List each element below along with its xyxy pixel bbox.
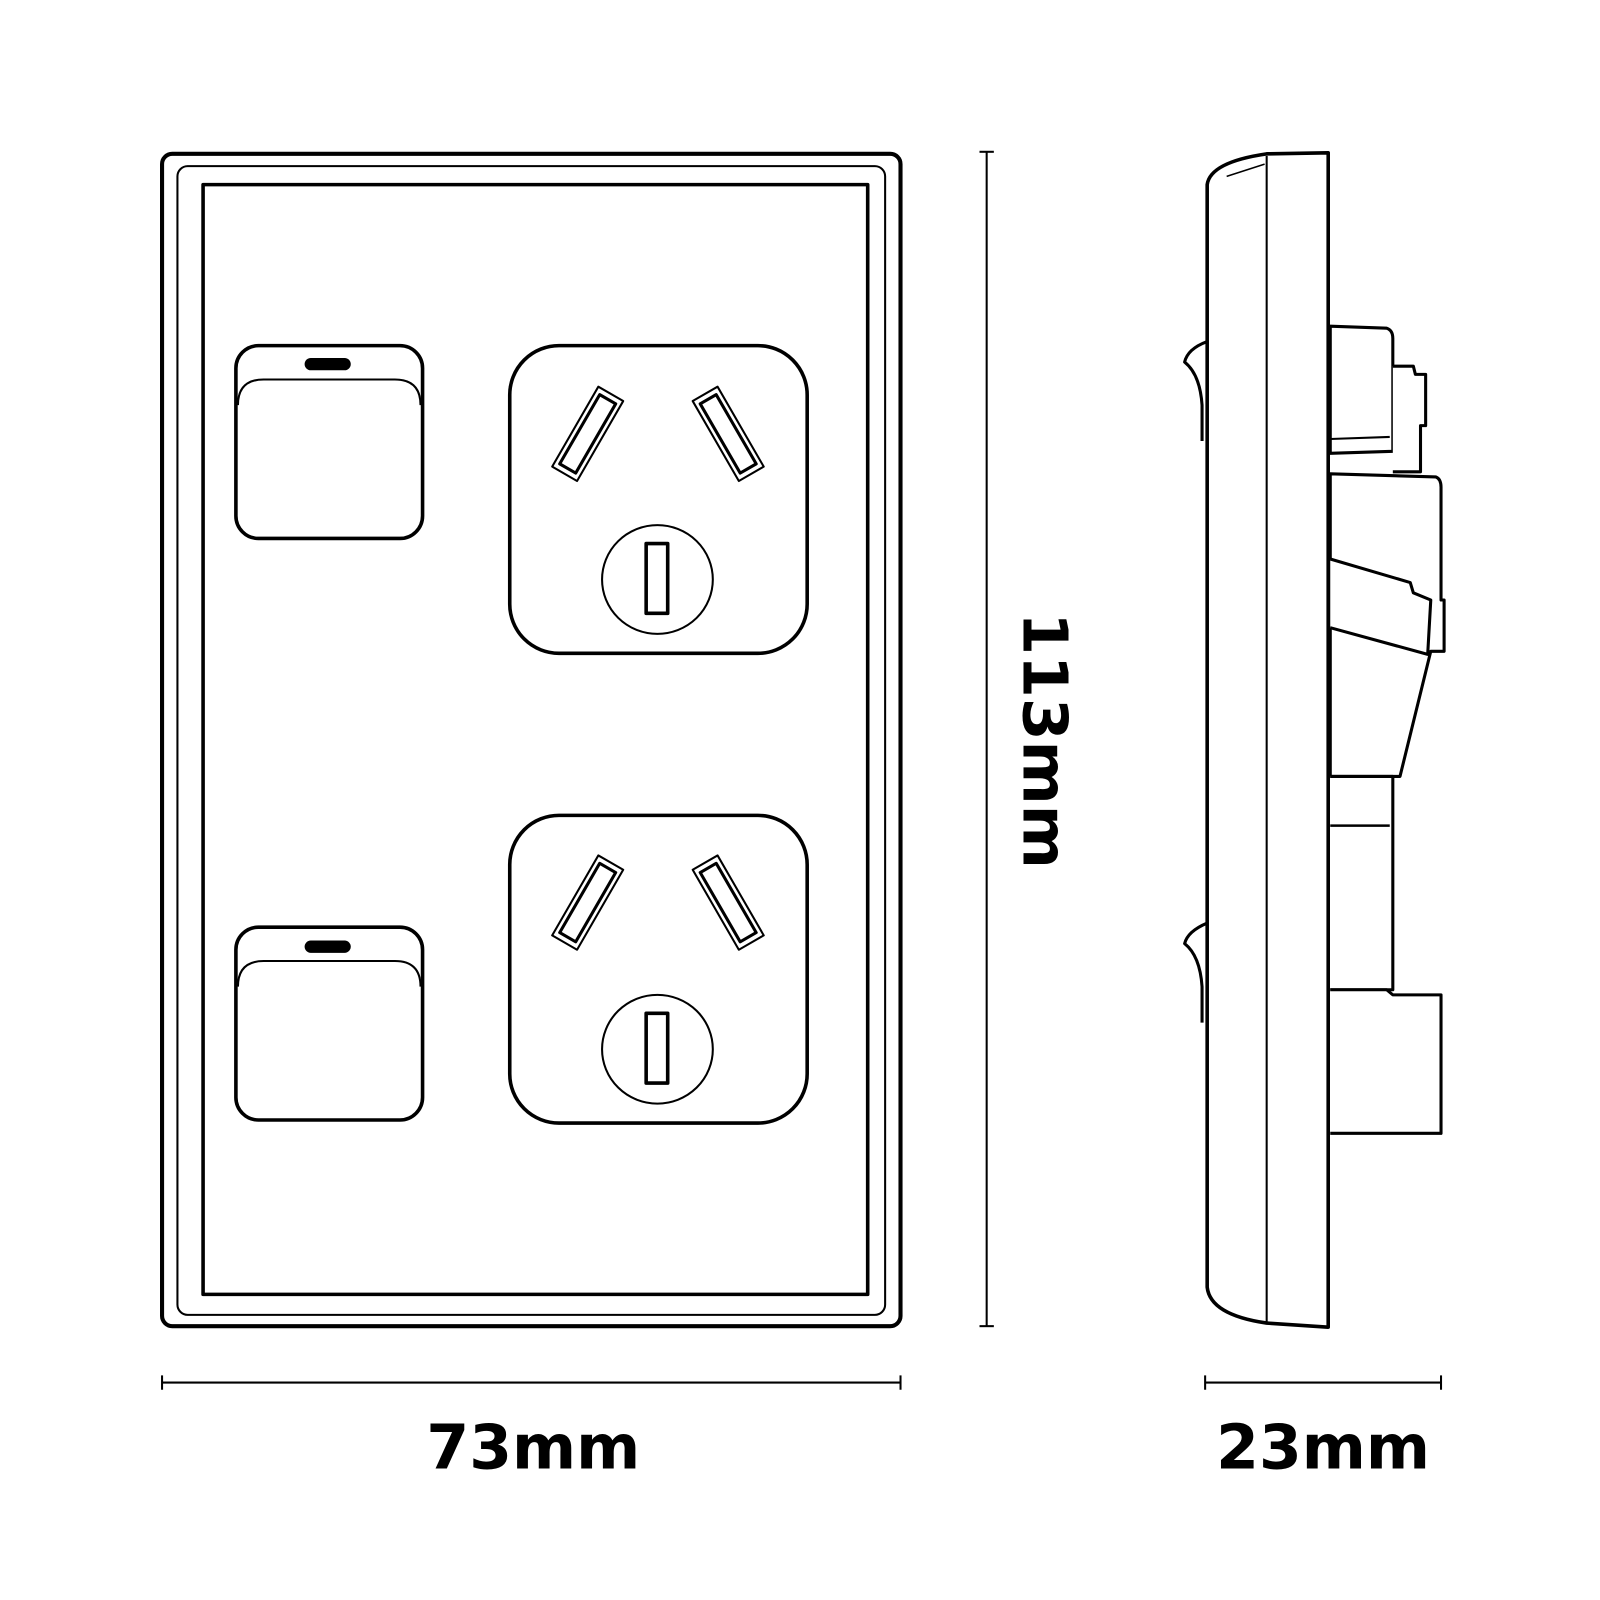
switch-indicator-icon [304, 357, 351, 371]
rear-block-bottom [1330, 988, 1443, 1135]
mounting-clip-top [1183, 340, 1208, 442]
neutral-pin-slot [691, 385, 765, 483]
switch-top [234, 343, 425, 541]
width-label: 73mm [426, 1412, 640, 1484]
power-outlet-top [507, 343, 809, 656]
active-pin-slot [551, 385, 625, 483]
earth-pin-slot [644, 1011, 670, 1085]
side-view [1183, 151, 1446, 1329]
neutral-pin-slot [691, 854, 765, 951]
mounting-clip-bottom [1183, 921, 1208, 1023]
rear-stem [1330, 774, 1395, 992]
front-view [160, 151, 903, 1329]
power-outlet-bottom [507, 813, 809, 1125]
earth-pin-slot [644, 541, 670, 616]
active-pin-slot [551, 854, 625, 951]
rear-block-switch-top [1328, 324, 1395, 455]
switch-bottom [234, 925, 425, 1122]
switch-indicator-icon [304, 940, 351, 953]
depth-label: 23mm [1216, 1412, 1430, 1484]
height-label: 113mm [1009, 612, 1081, 869]
dimension-lines [161, 150, 1443, 1390]
